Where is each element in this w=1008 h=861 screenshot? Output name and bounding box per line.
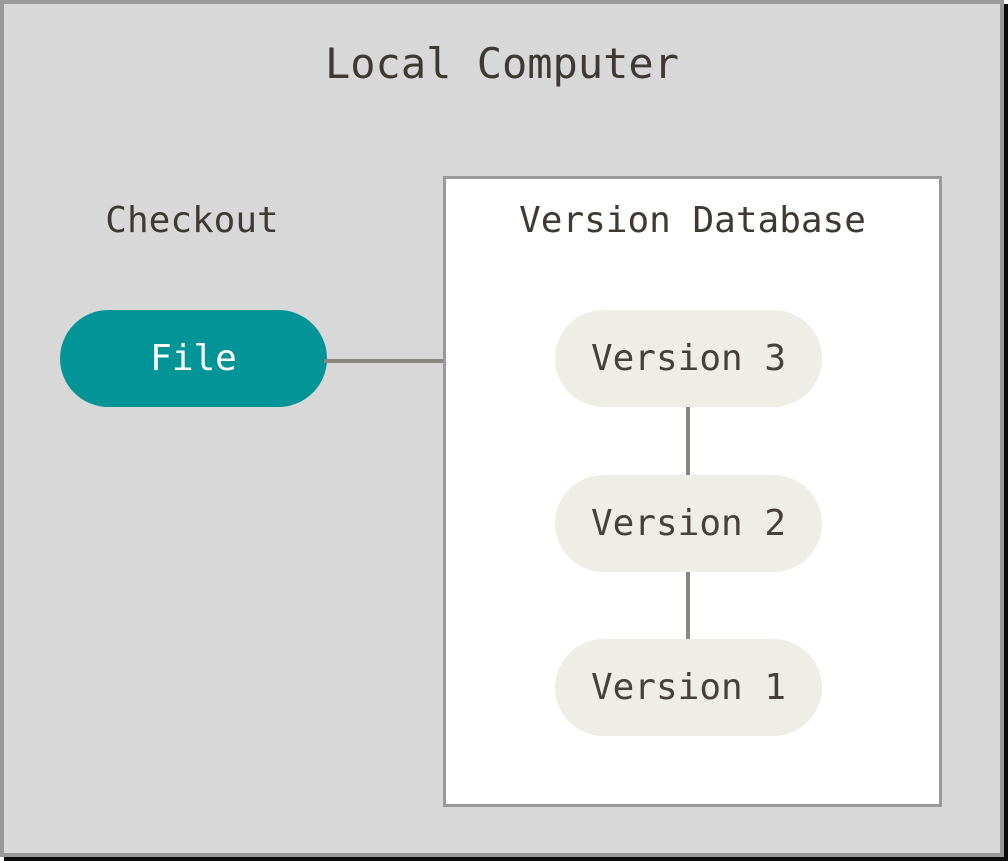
connector-file-to-version3 [324, 359, 556, 363]
version-database-title: Version Database [519, 200, 866, 241]
file-node: File [60, 310, 327, 407]
version-3-node: Version 3 [555, 310, 822, 407]
diagram-title: Local Computer [324, 39, 679, 88]
checkout-label: Checkout [105, 200, 279, 241]
connector-version3-to-version2 [686, 407, 690, 475]
version-2-node: Version 2 [555, 475, 822, 572]
version-1-node: Version 1 [555, 639, 822, 736]
version-database-box: Version Database Version 3 Version 2 Ver… [443, 176, 942, 807]
connector-version2-to-version1 [686, 572, 690, 639]
